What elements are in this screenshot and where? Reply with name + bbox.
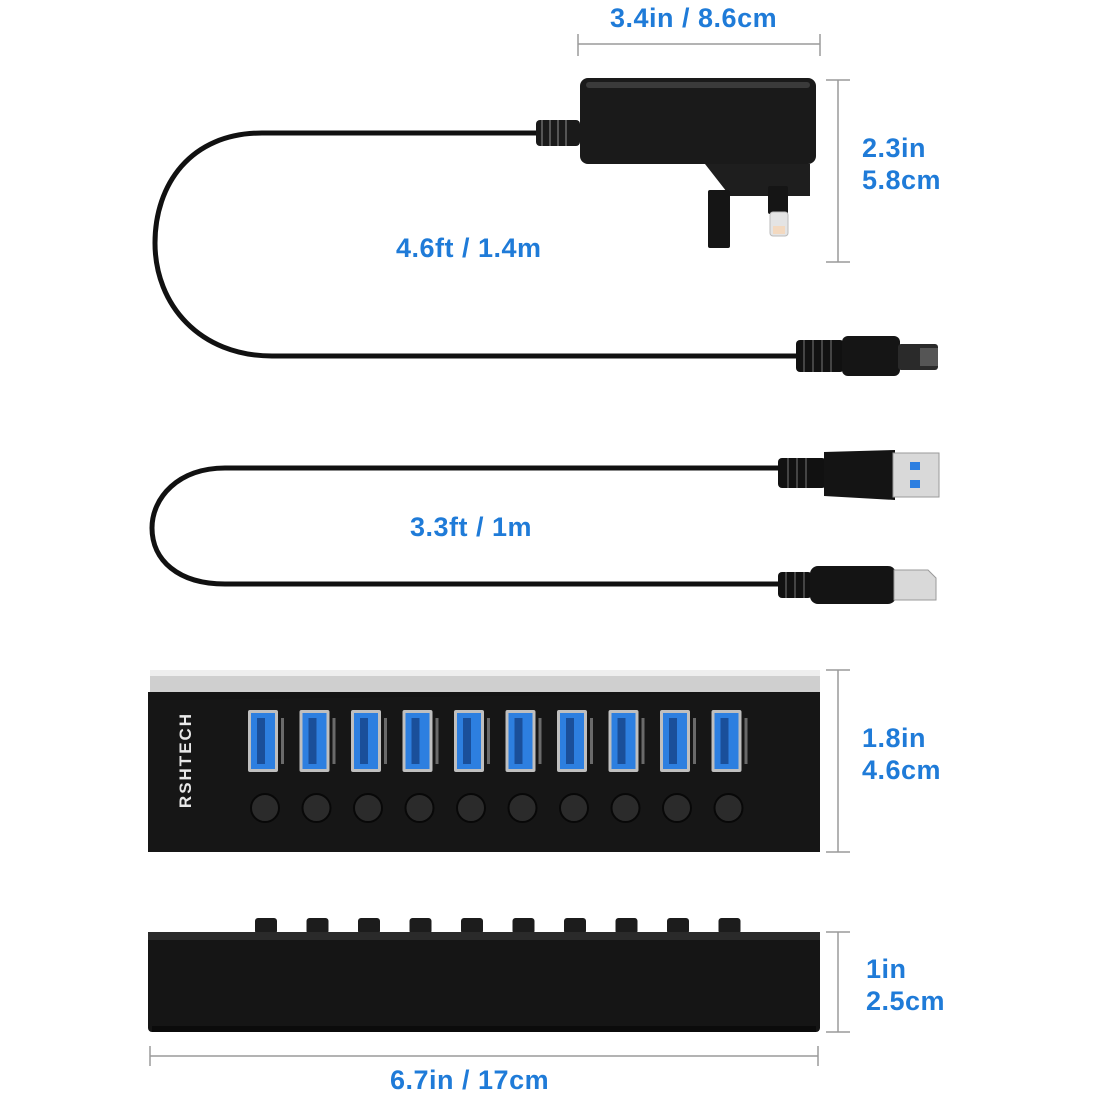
port-switch-button [456, 793, 486, 823]
power-cable [152, 130, 800, 359]
top-switch-button [564, 918, 586, 934]
adapter-height-label: 2.3in 5.8cm [862, 132, 941, 196]
top-switch-button [255, 918, 277, 934]
port-switch-button [250, 793, 280, 823]
hub-depth-in: 1in [866, 954, 907, 984]
usb-port [660, 710, 696, 772]
usb-b-connector [778, 566, 937, 604]
top-switch-button [358, 918, 380, 934]
hub-depth-label: 1in 2.5cm [866, 953, 945, 1017]
hub-depth-cm: 2.5cm [866, 986, 946, 1016]
hub-depth-dimension-line [826, 931, 850, 1033]
plug-prong-left [708, 190, 730, 248]
usb-port [248, 710, 284, 772]
hub-height-cm: 4.6cm [862, 755, 942, 785]
hub-height-dimension-line [826, 669, 850, 853]
usb-port [402, 710, 439, 772]
port-switch-button [404, 793, 435, 823]
hub-length-dimension-line [149, 1046, 819, 1066]
hub-front-view [148, 670, 820, 852]
top-switch-button [461, 918, 483, 934]
port-switch-button [301, 793, 332, 823]
power-adapter [536, 78, 816, 248]
usb-port [505, 710, 542, 772]
usb-cable [149, 465, 780, 587]
port-switch-button [353, 793, 383, 823]
adapter-height-dimension-line [826, 79, 850, 263]
usb-port [608, 710, 645, 772]
usb-cable-length-label: 3.3ft / 1m [410, 512, 533, 542]
usb-a-connector [778, 450, 940, 500]
top-switch-button [306, 918, 329, 934]
top-switch-button [512, 918, 535, 934]
top-switch-button [409, 918, 432, 934]
adapter-height-cm: 5.8cm [862, 165, 942, 195]
top-switch-button [615, 918, 638, 934]
brand-logo-text: RSHTECH [176, 711, 195, 809]
power-cable-length-label: 4.6ft / 1.4m [396, 233, 542, 263]
hub-height-label: 1.8in 4.6cm [862, 722, 941, 786]
usb-port [454, 710, 490, 772]
usb-port [711, 710, 748, 772]
port-switch-button [662, 793, 692, 823]
hub-height-in: 1.8in [862, 723, 927, 753]
port-switch-button [507, 793, 538, 823]
hub-length-label: 6.7in / 17cm [390, 1065, 550, 1095]
top-switch-button [667, 918, 689, 934]
adapter-height-in: 2.3in [862, 133, 927, 163]
usb-port [557, 710, 593, 772]
hub-top-view [148, 918, 820, 1032]
top-switch-button [718, 918, 741, 934]
usb-port [299, 710, 336, 772]
port-switch-button [559, 793, 589, 823]
port-switch-button [713, 793, 744, 823]
plug-prong-top [768, 186, 788, 214]
adapter-width-dimension-line [577, 34, 821, 56]
port-switch-button [610, 793, 641, 823]
usb-port [351, 710, 387, 772]
adapter-width-label: 3.4in / 8.6cm [610, 3, 778, 33]
dc-barrel-connector [796, 336, 938, 376]
